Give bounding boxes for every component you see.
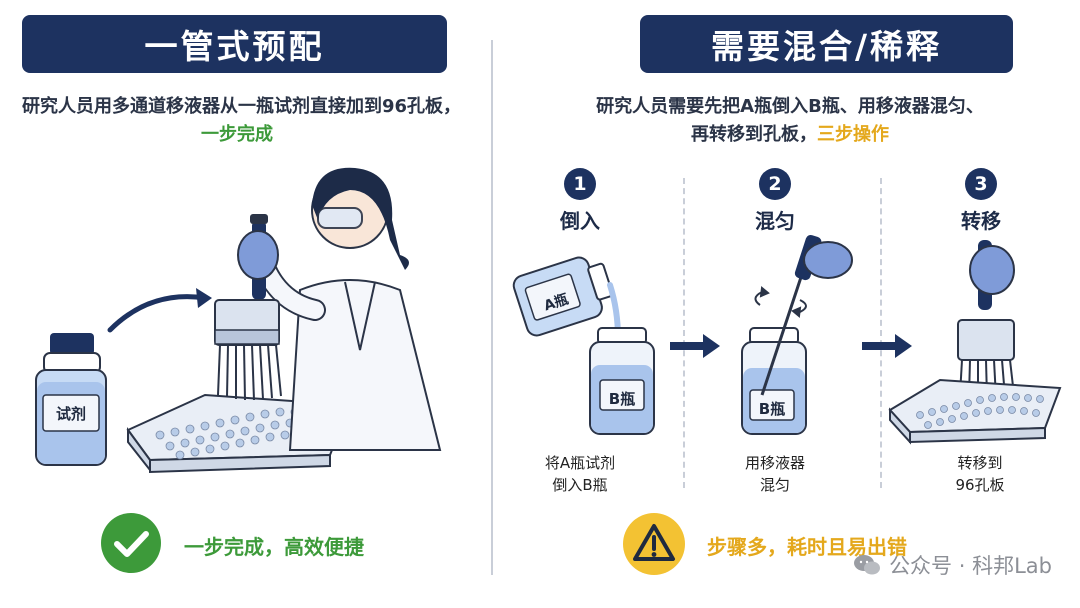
transfer-pipette-icon <box>957 240 1015 399</box>
step-1-caption: 将A瓶试剂 倒入B瓶 <box>544 454 616 494</box>
step-divider-2 <box>880 178 882 488</box>
left-result-text: 一步完成，高效便捷 <box>184 535 364 559</box>
step-1-title: 倒入 <box>560 209 600 233</box>
step-3-caption: 转移到 96孔板 <box>955 454 1005 494</box>
left-title: 一管式预配 <box>144 27 325 66</box>
reagent-bottle-icon <box>35 333 107 466</box>
wechat-icon <box>854 555 881 575</box>
bottle-a-icon <box>512 256 614 337</box>
left-title-banner: 一管式预配 <box>22 15 447 73</box>
mixing-bottle-icon <box>741 327 807 435</box>
watermark: 公众号 · 科邦Lab <box>853 550 1052 580</box>
right-title: 需要混合/稀释 <box>710 27 943 66</box>
plate-96-right-icon <box>888 378 1062 445</box>
flow-arrow-icon <box>107 294 208 333</box>
step-divider-1 <box>683 178 685 488</box>
check-circle-icon <box>101 513 161 573</box>
rotate-arrows-icon <box>754 286 807 318</box>
researcher-figure <box>214 167 442 451</box>
watermark-text: 公众号 · 科邦Lab <box>889 554 1052 578</box>
left-illustration <box>35 167 442 474</box>
right-illustration <box>512 234 1062 445</box>
right-warning-text: 步骤多，耗时且易出错 <box>707 535 907 559</box>
step-2-caption: 用移液器 混匀 <box>744 454 805 494</box>
reagent-bottle-label: 试剂 <box>55 405 86 423</box>
right-title-banner: 需要混合/稀释 <box>640 15 1013 73</box>
bottle-b-label: B瓶 <box>608 390 636 408</box>
panel-divider <box>491 40 493 575</box>
bottle-b2-label: B瓶 <box>758 400 786 418</box>
warning-icon <box>623 513 685 575</box>
left-highlight: 一步完成 <box>201 124 273 145</box>
step-3-title: 转移 <box>961 209 1001 233</box>
step-3-number: 3 <box>965 168 997 200</box>
step-arrow-2-icon <box>862 334 912 358</box>
right-description-line1: 研究人员需要先把A瓶倒入B瓶、用移液器混匀、 <box>596 96 984 117</box>
left-description: 研究人员用多通道移液器从一瓶试剂直接加到96孔板， <box>22 96 462 117</box>
mixing-pipette-icon <box>760 234 853 396</box>
right-highlight: 三步操作 <box>817 124 889 145</box>
bottle-b-icon <box>589 327 655 435</box>
step-arrow-1-icon <box>670 334 720 358</box>
step-2-number: 2 <box>759 168 791 200</box>
right-description-line2: 再转移到孔板，三步操作 <box>691 124 889 145</box>
step-2-title: 混匀 <box>755 209 795 233</box>
step-1-number: 1 <box>564 168 596 200</box>
